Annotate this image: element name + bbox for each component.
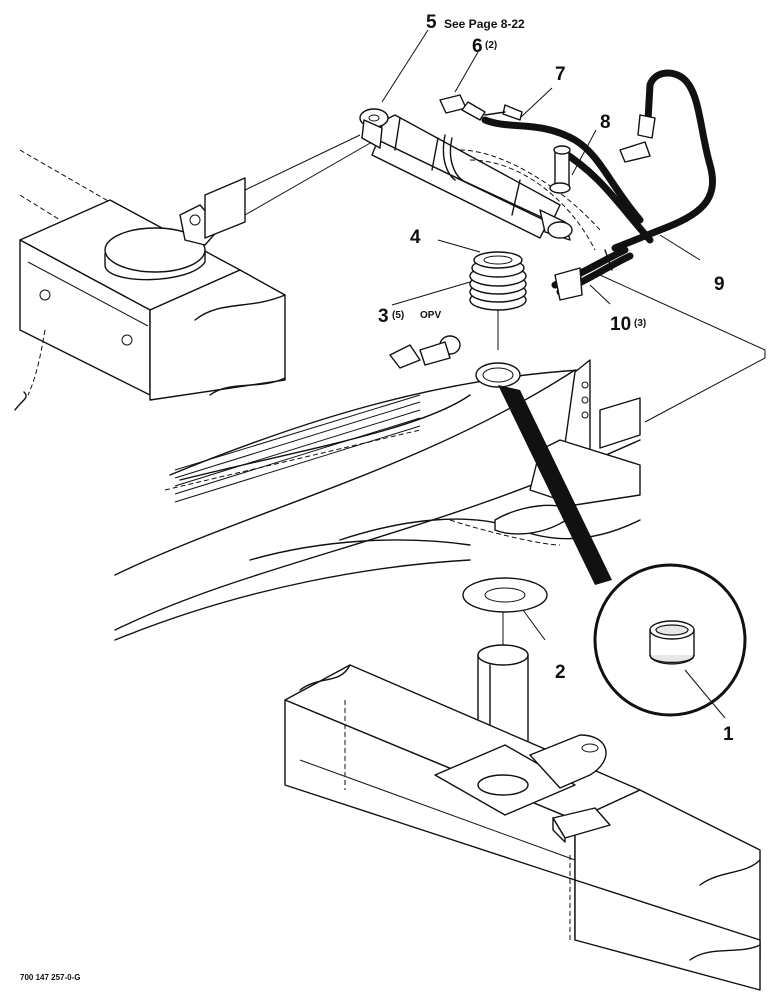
callout-1-number: 1 [723, 724, 734, 745]
callout-8-number: 8 [600, 112, 611, 133]
callout-3-number: 3 [378, 306, 389, 327]
callout-4-number: 4 [410, 227, 421, 248]
hose-8-fitting [619, 141, 651, 163]
frame-rod-right [599, 274, 766, 358]
callout-10-number: 10 [610, 314, 631, 335]
detail-bubble [593, 563, 747, 717]
callout-2: 2 [555, 662, 566, 683]
frame-rod [244, 134, 361, 191]
hose-7 [481, 116, 644, 224]
hose-7b [556, 146, 654, 244]
callout-3-note: OPV [420, 310, 441, 321]
callout-5-number: 5 [426, 12, 437, 33]
leader-lines [381, 29, 726, 719]
callout-5-reference: See Page 8-22 [444, 17, 525, 31]
hose-9-fitting [637, 114, 656, 139]
callout-5: 5 See Page 8-22 [426, 12, 525, 33]
pivot-disc [104, 177, 246, 281]
drawing-code: 700 147 257-0-G [20, 973, 81, 982]
callout-7-number: 7 [555, 64, 566, 85]
callout-4: 4 [410, 227, 421, 248]
callout-6: 6 (2) [472, 36, 497, 57]
callout-2-number: 2 [555, 662, 566, 683]
callout-8: 8 [600, 112, 611, 133]
frame-rod-right-b [644, 357, 766, 423]
hose-bundle-10 [551, 246, 634, 301]
pin-8 [549, 145, 571, 194]
callout-3-qty: (5) [392, 310, 404, 321]
spring-4 [469, 251, 527, 311]
frame-rod-lower [244, 141, 373, 216]
detail-leader [498, 385, 612, 585]
fitting-6 [439, 94, 523, 121]
callout-6-number: 6 [472, 36, 483, 57]
callout-9-number: 9 [714, 274, 725, 295]
callout-10-qty: (3) [634, 318, 646, 329]
callout-1: 1 [723, 724, 734, 745]
frame-socket [475, 362, 521, 388]
callout-3: 3 (5) OPV [378, 306, 441, 327]
main-frame [114, 335, 641, 641]
washer-2 [462, 577, 548, 613]
callout-10: 10 (3) [610, 314, 646, 335]
callout-9: 9 [714, 274, 725, 295]
lower-beam [284, 664, 761, 991]
callout-6-qty: (2) [485, 40, 497, 51]
hose-9 [611, 69, 717, 252]
hydraulic-cylinder [359, 108, 601, 251]
callout-7: 7 [555, 64, 566, 85]
